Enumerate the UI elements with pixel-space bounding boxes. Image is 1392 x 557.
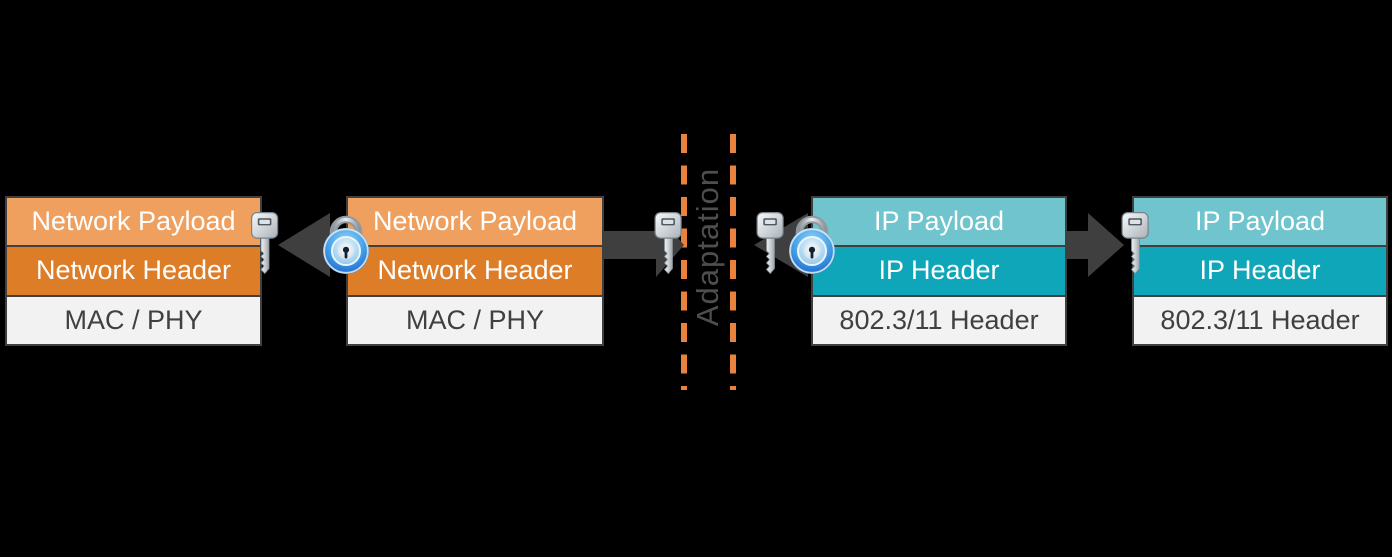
network-stack-right: Network Payload Network Header MAC / PHY: [346, 196, 604, 346]
ip-stack-left: IP Payload IP Header 802.3/11 Header: [811, 196, 1067, 346]
arrow-left-icon: [754, 213, 812, 277]
key-icon: [654, 212, 682, 275]
key-icon: [756, 212, 784, 275]
stack-row: IP Header: [813, 245, 1065, 295]
stack-row: 802.3/11 Header: [1134, 294, 1386, 344]
stack-row: IP Payload: [813, 198, 1065, 246]
stack-row: Network Payload: [348, 198, 602, 246]
stack-row: MAC / PHY: [7, 294, 260, 344]
arrow-left-icon: [278, 213, 346, 277]
stack-row: IP Header: [1134, 245, 1386, 295]
arrow-right-icon: [1067, 213, 1124, 277]
stack-row: Network Header: [348, 245, 602, 295]
stack-row: Network Header: [7, 245, 260, 295]
stack-row: IP Payload: [1134, 198, 1386, 246]
ip-stack-right: IP Payload IP Header 802.3/11 Header: [1132, 196, 1388, 346]
arrow-right-icon: [602, 213, 684, 277]
network-stack-left: Network Payload Network Header MAC / PHY: [5, 196, 262, 346]
stack-row: MAC / PHY: [348, 294, 602, 344]
adaptation-label: Adaptation: [690, 167, 725, 327]
stack-row: 802.3/11 Header: [813, 294, 1065, 344]
stack-row: Network Payload: [7, 198, 260, 246]
